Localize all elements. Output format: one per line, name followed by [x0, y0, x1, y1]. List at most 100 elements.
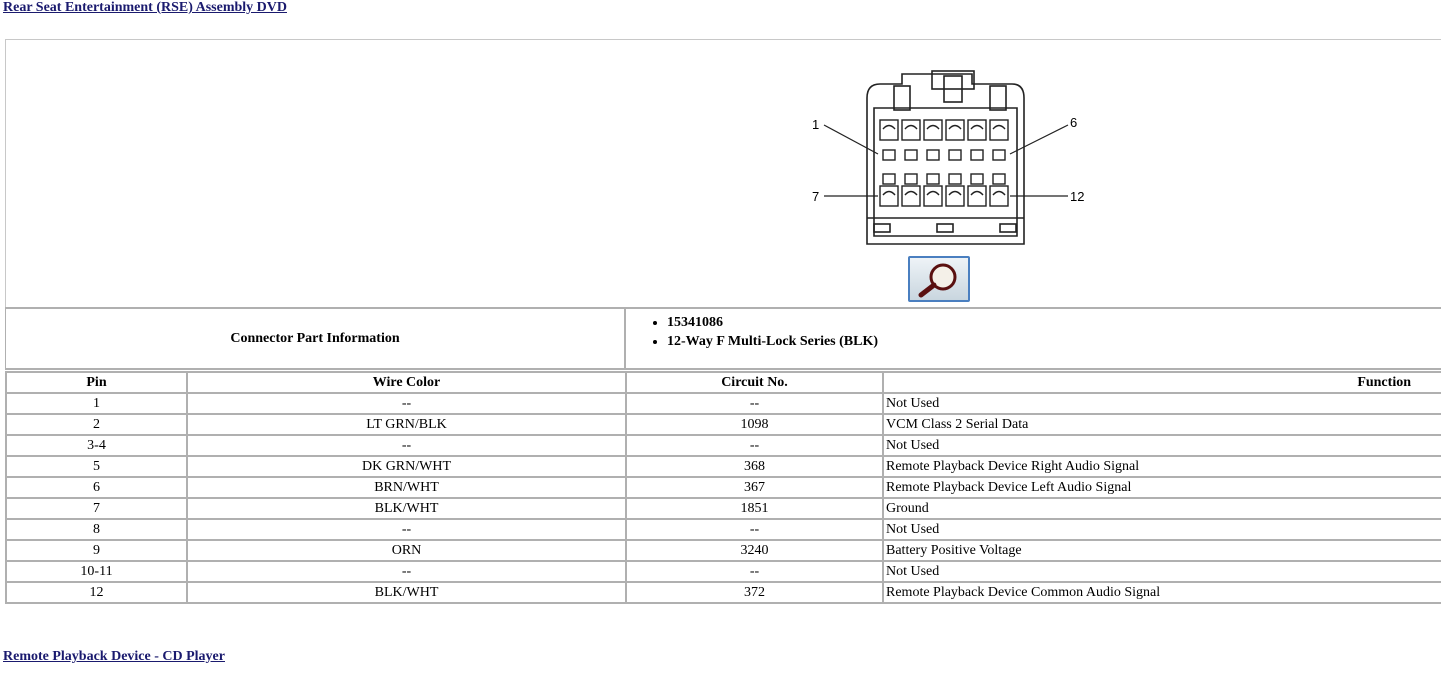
pin-cell: 7: [5, 497, 188, 520]
pin-contact: [992, 124, 1006, 130]
pin-cell: 1: [5, 392, 188, 415]
pin-lock-window: [882, 149, 896, 161]
pin-cell: 10-11: [5, 560, 188, 583]
wire-color-cell: --: [186, 560, 627, 583]
header-circuit: Circuit No.: [625, 371, 884, 394]
connector-diagram-panel: [5, 39, 1441, 307]
pin-contact: [948, 124, 962, 130]
circuit-cell: --: [625, 434, 884, 457]
header-function: Function: [882, 371, 1441, 394]
pin-cavity: [989, 185, 1009, 207]
pin-contact: [882, 124, 896, 130]
wire-color-cell: BLK/WHT: [186, 581, 627, 604]
pin-contact: [948, 190, 962, 196]
wire-color-cell: LT GRN/BLK: [186, 413, 627, 436]
pin-contact: [882, 190, 896, 196]
function-cell: Remote Playback Device Right Audio Signa…: [882, 455, 1441, 478]
wire-color-cell: BRN/WHT: [186, 476, 627, 499]
pin-contact: [904, 124, 918, 130]
function-cell: VCM Class 2 Serial Data: [882, 413, 1441, 436]
circuit-cell: 3240: [625, 539, 884, 562]
pin-lock-window: [970, 173, 984, 185]
zoom-button[interactable]: [908, 256, 970, 302]
pin-cavity: [945, 119, 965, 141]
connector-part-info-label: Connector Part Information: [5, 309, 626, 368]
circuit-cell: 367: [625, 476, 884, 499]
pin-cavity: [967, 119, 987, 141]
pin-lock-window: [992, 149, 1006, 161]
pin-lock-window: [948, 149, 962, 161]
rse-assembly-dvd-link[interactable]: Rear Seat Entertainment (RSE) Assembly D…: [3, 0, 287, 15]
circuit-cell: --: [625, 392, 884, 415]
cd-player-link[interactable]: Remote Playback Device - CD Player: [3, 649, 225, 664]
connector-part-info-values: 15341086 12-Way F Multi-Lock Series (BLK…: [625, 309, 1441, 368]
pin-contact: [926, 190, 940, 196]
pin-cavity: [989, 119, 1009, 141]
pin-cavity: [901, 185, 921, 207]
function-cell: Not Used: [882, 434, 1441, 457]
pin-cell: 2: [5, 413, 188, 436]
pin-cavity: [967, 185, 987, 207]
pin-cavity: [945, 185, 965, 207]
pin-contact: [970, 124, 984, 130]
pin-lock-window: [904, 173, 918, 185]
connector-part-info-row: Connector Part Information 15341086 12-W…: [5, 307, 1441, 370]
function-cell: Ground: [882, 497, 1441, 520]
table-row: 1----Not Used: [5, 392, 1441, 415]
pin-cell: 12: [5, 581, 188, 604]
table-row: 8----Not Used: [5, 518, 1441, 541]
connector-series: 12-Way F Multi-Lock Series (BLK): [667, 332, 1441, 351]
pin-lock-window: [992, 173, 1006, 185]
pin-lock-window: [926, 149, 940, 161]
pin-cell: 8: [5, 518, 188, 541]
table-row: 10-11----Not Used: [5, 560, 1441, 583]
wire-color-cell: --: [186, 392, 627, 415]
pin-cell: 6: [5, 476, 188, 499]
function-cell: Battery Positive Voltage: [882, 539, 1441, 562]
pin-callout-7: 7: [812, 189, 819, 204]
circuit-cell: --: [625, 560, 884, 583]
pin-cavity: [879, 119, 899, 141]
function-cell: Not Used: [882, 560, 1441, 583]
pin-lock-window: [970, 149, 984, 161]
pin-cell: 5: [5, 455, 188, 478]
header-pin: Pin: [5, 371, 188, 394]
wire-color-cell: --: [186, 518, 627, 541]
circuit-cell: 1098: [625, 413, 884, 436]
wire-color-cell: ORN: [186, 539, 627, 562]
pin-cell: 9: [5, 539, 188, 562]
pin-contact: [992, 190, 1006, 196]
pin-contact: [904, 190, 918, 196]
pin-cell: 3-4: [5, 434, 188, 457]
table-header-row: Pin Wire Color Circuit No. Function: [5, 371, 1441, 394]
pin-contact: [926, 124, 940, 130]
pin-lock-window: [926, 173, 940, 185]
pin-callout-6: 6: [1070, 115, 1077, 130]
pin-lock-window: [904, 149, 918, 161]
wire-color-cell: DK GRN/WHT: [186, 455, 627, 478]
pin-cavity: [901, 119, 921, 141]
function-cell: Not Used: [882, 518, 1441, 541]
pin-cavity: [923, 119, 943, 141]
table-row: 3-4----Not Used: [5, 434, 1441, 457]
pin-cavity: [879, 185, 899, 207]
pin-lock-window: [882, 173, 896, 185]
connector-end-view-diagram: 1 6 7 12: [812, 70, 1084, 245]
pin-callout-1: 1: [812, 117, 819, 132]
pinout-table: Pin Wire Color Circuit No. Function 1---…: [5, 371, 1441, 604]
pin-callout-12: 12: [1070, 189, 1084, 204]
pin-contact: [970, 190, 984, 196]
circuit-cell: 368: [625, 455, 884, 478]
part-number: 15341086: [667, 313, 1441, 332]
pin-cavity: [923, 185, 943, 207]
header-wire-color: Wire Color: [186, 371, 627, 394]
function-cell: Remote Playback Device Left Audio Signal: [882, 476, 1441, 499]
wire-color-cell: BLK/WHT: [186, 497, 627, 520]
wire-color-cell: --: [186, 434, 627, 457]
